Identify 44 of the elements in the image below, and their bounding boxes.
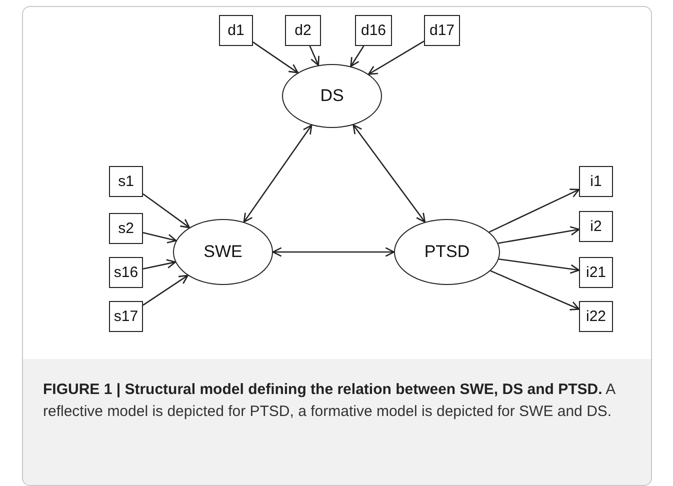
node-label: d17 [429,22,455,39]
node-label: d1 [228,22,244,39]
node-label: s16 [114,264,138,281]
node-label: PTSD [424,242,470,262]
node-label: i21 [586,264,606,281]
arrow [309,46,320,66]
node-label: DS [320,86,344,106]
indicator-box [579,301,613,332]
arrow [488,188,580,233]
indicator-box [579,166,613,197]
indicator-box [579,211,613,242]
node-label: SWE [204,242,242,262]
figure-caption: FIGURE 1 | Structural model defining the relation between SWE, DS and PTSD. A reflective model is depicted for PTSD, a formative model is depicted for SWE and DS. [43,380,616,422]
node-label: s2 [118,220,134,237]
node-label: i22 [586,308,606,325]
arrow [272,247,395,257]
indicator-box [285,15,321,46]
arrow [498,258,580,274]
indicator-box [579,257,613,288]
arrow [352,124,426,223]
arrow [142,193,190,228]
indicator-box [424,15,460,46]
arrow [498,226,580,244]
latent-variable-ellipse [173,219,273,285]
arrow [243,124,312,223]
arrow [252,42,298,74]
indicator-box [109,213,143,244]
node-label: i1 [590,173,602,190]
arrow [490,270,580,310]
node-label: d2 [294,22,312,39]
node-label: s1 [118,173,134,190]
arrow [368,40,424,75]
indicator-box [109,301,143,332]
indicator-box [109,257,143,288]
node-label: d16 [360,22,386,39]
indicator-box [219,15,253,46]
arrow [142,259,176,270]
arrow [142,232,177,244]
node-label: s17 [114,308,138,325]
node-label: i2 [590,218,602,235]
indicator-box [355,15,392,46]
arrow [142,274,188,306]
arrow [350,46,364,67]
indicator-box [109,166,143,197]
